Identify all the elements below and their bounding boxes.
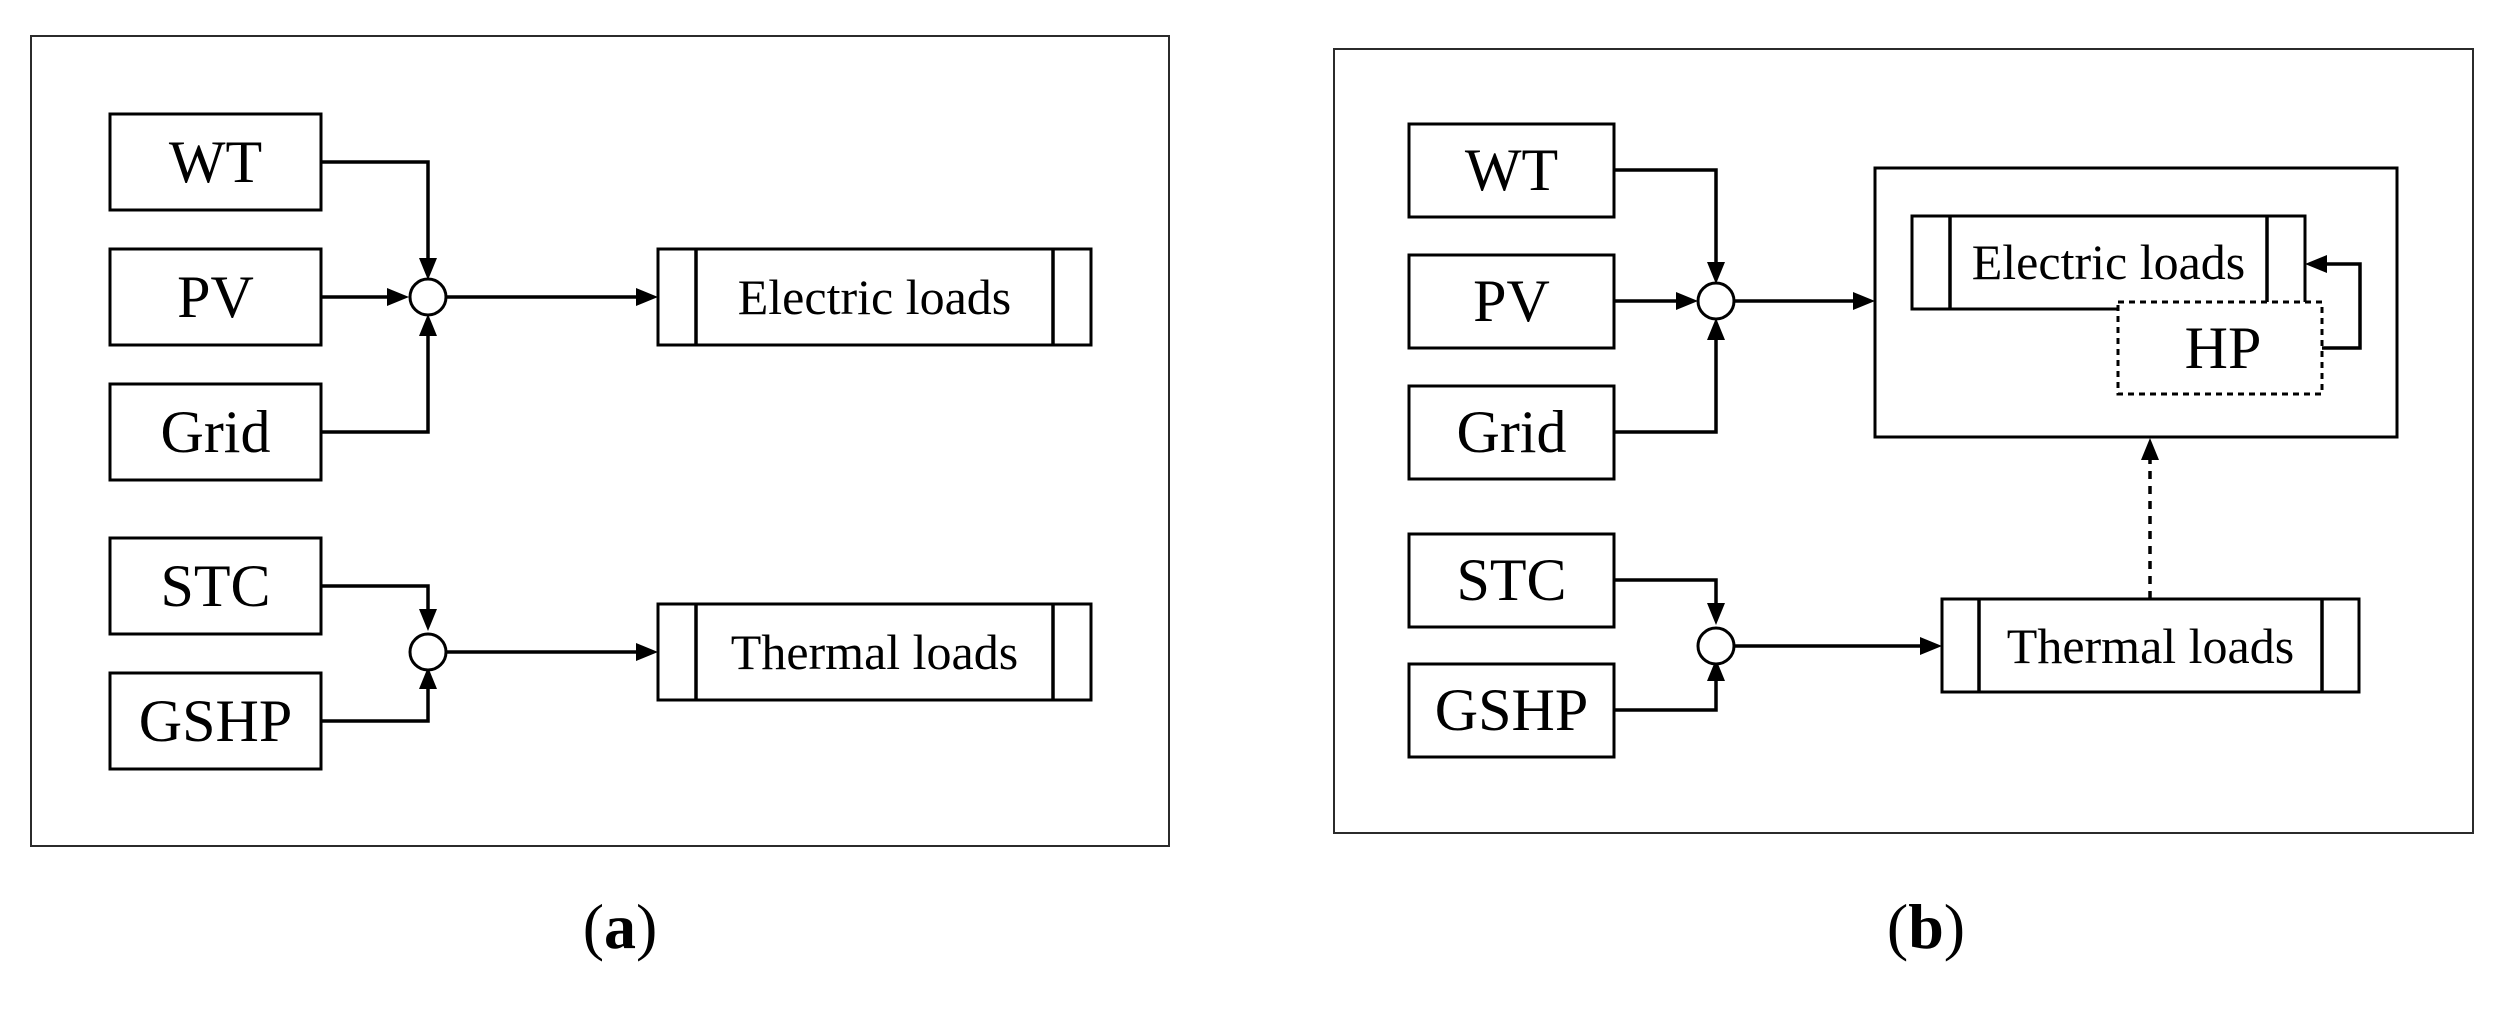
panel-b-pv-arrowhead bbox=[1676, 292, 1698, 310]
panel-b-stc-arrowhead bbox=[1707, 603, 1725, 625]
panel-a-wt-label: WT bbox=[169, 129, 262, 195]
panel-b-hp-feedback-connector bbox=[2322, 262, 2362, 350]
panel-a-gshp-label: GSHP bbox=[139, 688, 292, 754]
panel-b-thermal-junction bbox=[1696, 626, 1736, 666]
panel-b-wt-connector bbox=[1614, 168, 1718, 262]
panel-b-hp-feedback-arrowhead bbox=[2305, 255, 2327, 273]
panel-a-thermal-loads-box bbox=[656, 602, 1093, 702]
panel-a-wt-box bbox=[108, 112, 323, 212]
panel-b-thermal-loads-label: Thermal loads bbox=[2007, 618, 2294, 674]
panel-b-caption-letter: b bbox=[1908, 891, 1944, 962]
panel-b-gshp-arrowhead bbox=[1707, 659, 1725, 681]
panel-b-wt-box bbox=[1407, 122, 1616, 219]
panel-b-hp-label: HP bbox=[2185, 315, 2262, 381]
panel-a-electric-loads-box bbox=[656, 247, 1093, 347]
panel-a-caption-open: ( bbox=[583, 891, 604, 962]
panel-b-gshp-label: GSHP bbox=[1435, 677, 1588, 743]
panel-b-hp-mask bbox=[2121, 311, 2302, 391]
panel-a-wt-arrowhead bbox=[419, 258, 437, 280]
panel-a-stc-box bbox=[108, 536, 323, 636]
panel-a-wt-connector bbox=[321, 160, 430, 258]
panel-b: WT PV Grid STC GSHP Electric loads HP bbox=[1333, 48, 2474, 962]
panel-a-pv-arrowhead bbox=[387, 288, 409, 306]
panel-b-grid-label: Grid bbox=[1457, 399, 1567, 465]
panel-b-pv-label: PV bbox=[1473, 268, 1550, 334]
panel-b-electric-loads-box bbox=[1910, 214, 2307, 311]
panel-b-wt-label: WT bbox=[1465, 137, 1558, 203]
panel-a-caption: (a) bbox=[583, 891, 658, 962]
panel-a-stc-connector bbox=[321, 584, 430, 609]
panel-b-caption: (b) bbox=[1887, 891, 1965, 962]
panel-b-grid-arrowhead bbox=[1707, 318, 1725, 340]
panel-a-thermal-junction bbox=[408, 632, 448, 672]
panel-a-thermal-feed-arrowhead bbox=[636, 643, 658, 661]
panel-b-wt-arrowhead bbox=[1707, 262, 1725, 284]
panel-b-grid-box bbox=[1407, 384, 1616, 481]
panel-a-grid-connector bbox=[321, 336, 430, 434]
panel-b-gshp-box bbox=[1407, 662, 1616, 759]
panel-a-electric-loads-label: Electric loads bbox=[738, 269, 1012, 325]
panel-a-stc-arrowhead bbox=[419, 609, 437, 631]
panel-b-electric-junction bbox=[1696, 281, 1736, 321]
panel-b-stc-box bbox=[1407, 532, 1616, 629]
panel-a-stc-label: STC bbox=[160, 553, 270, 619]
panel-a-electric-feed-arrowhead bbox=[636, 288, 658, 306]
panel-a-gshp-arrowhead bbox=[419, 667, 437, 689]
panel-b-thermal-feed-arrowhead bbox=[1920, 637, 1942, 655]
panel-b-caption-open: ( bbox=[1887, 891, 1908, 962]
panel-b-electric-feed-arrowhead bbox=[1853, 292, 1875, 310]
panel-a-electric-junction bbox=[408, 277, 448, 317]
panel-a-gshp-box bbox=[108, 671, 323, 771]
panel-a-gshp-connector bbox=[321, 689, 430, 723]
panel-b-stc-label: STC bbox=[1456, 547, 1566, 613]
panel-b-stc-connector bbox=[1614, 578, 1718, 603]
panel-b-thermal-loads-box bbox=[1940, 597, 2361, 694]
panel-a-caption-letter: a bbox=[604, 891, 636, 962]
panel-a-pv-label: PV bbox=[177, 264, 254, 330]
panel-b-thermal-to-electric-arrowhead bbox=[2141, 438, 2159, 460]
panel-b-grid-connector bbox=[1614, 340, 1718, 434]
panel-a-grid-arrowhead bbox=[419, 314, 437, 336]
panel-b-gshp-connector bbox=[1614, 681, 1718, 712]
panel-a-caption-close: ) bbox=[636, 891, 657, 962]
panel-a: WT PV Grid STC GSHP Electric loads bbox=[30, 35, 1170, 962]
panel-a-pv-box bbox=[108, 247, 323, 347]
panel-a-thermal-loads-label: Thermal loads bbox=[731, 624, 1018, 680]
panel-b-electric-loads-label: Electric loads bbox=[1972, 234, 2246, 290]
panel-b-caption-close: ) bbox=[1944, 891, 1965, 962]
panel-a-grid-label: Grid bbox=[161, 399, 271, 465]
